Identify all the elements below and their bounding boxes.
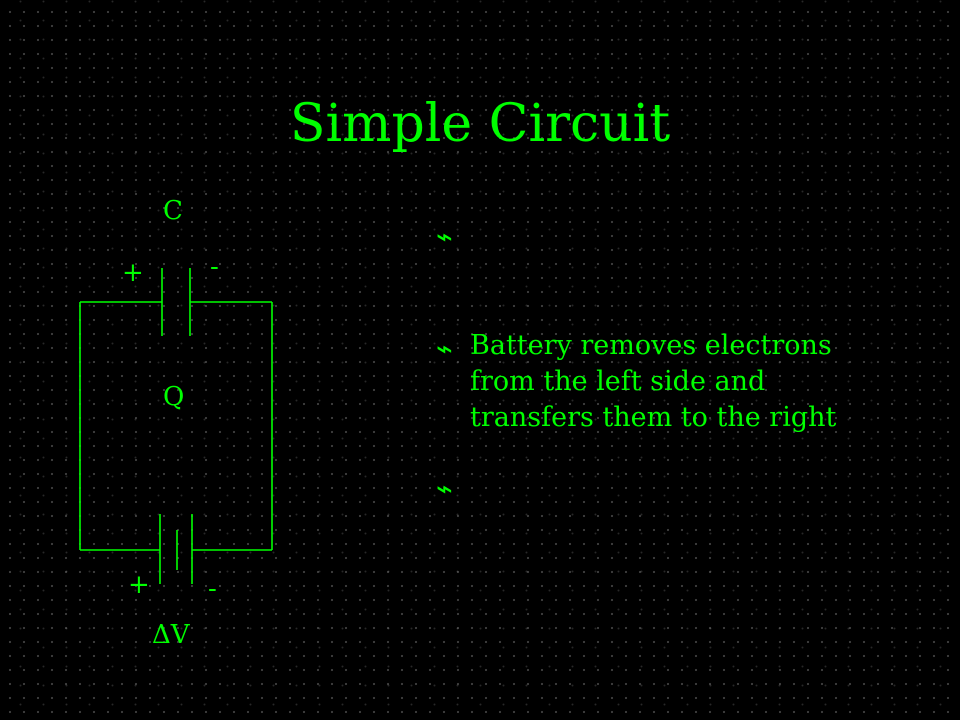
- battery-plus-sign: +: [128, 570, 150, 600]
- battery-minus-sign: -: [208, 574, 217, 604]
- slide-title: Simple Circuit: [289, 94, 671, 154]
- lightning-bullet-icon: ⌁: [436, 332, 453, 365]
- capacitor-minus-sign: -: [210, 252, 219, 282]
- capacitor-label: C: [163, 196, 183, 226]
- bullet-text-2: Battery removes electrons from the left …: [470, 330, 837, 433]
- lightning-bullet-icon: ⌁: [436, 220, 453, 253]
- charge-label: Q: [163, 382, 185, 412]
- battery-voltage-label: ΔV: [152, 620, 190, 650]
- lightning-bullet-icon: ⌁: [436, 472, 453, 505]
- capacitor-plus-sign: +: [122, 258, 144, 288]
